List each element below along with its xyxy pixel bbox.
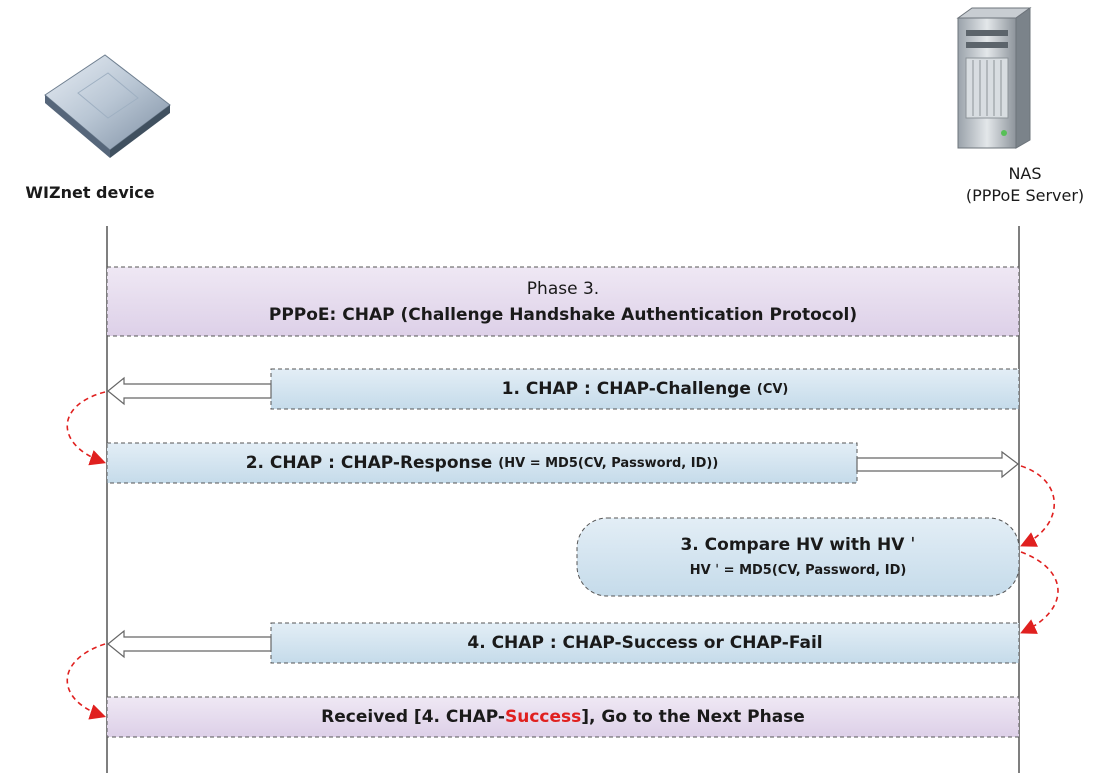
final-box — [106, 696, 1020, 738]
transition-arrow-2 — [1020, 465, 1056, 547]
message-1-arrow — [107, 376, 272, 406]
server-icon — [956, 7, 1032, 149]
message-4-box — [270, 622, 1020, 664]
transition-arrow-1 — [66, 391, 107, 466]
phase-box — [106, 266, 1020, 337]
server-label-line1: NAS — [1008, 164, 1042, 183]
message-4-arrow — [107, 629, 272, 659]
transition-arrow-3 — [1020, 551, 1059, 634]
message-3-box — [576, 517, 1020, 597]
transition-arrow-4 — [66, 643, 107, 720]
message-2-box — [106, 442, 858, 484]
client-label: WIZnet device — [25, 183, 155, 202]
message-1-box — [270, 368, 1020, 410]
message-2-arrow — [856, 450, 1019, 479]
chip-icon — [44, 54, 171, 158]
server-label: NAS (PPPoE Server) — [940, 163, 1110, 207]
server-label-line2: (PPPoE Server) — [965, 186, 1085, 205]
